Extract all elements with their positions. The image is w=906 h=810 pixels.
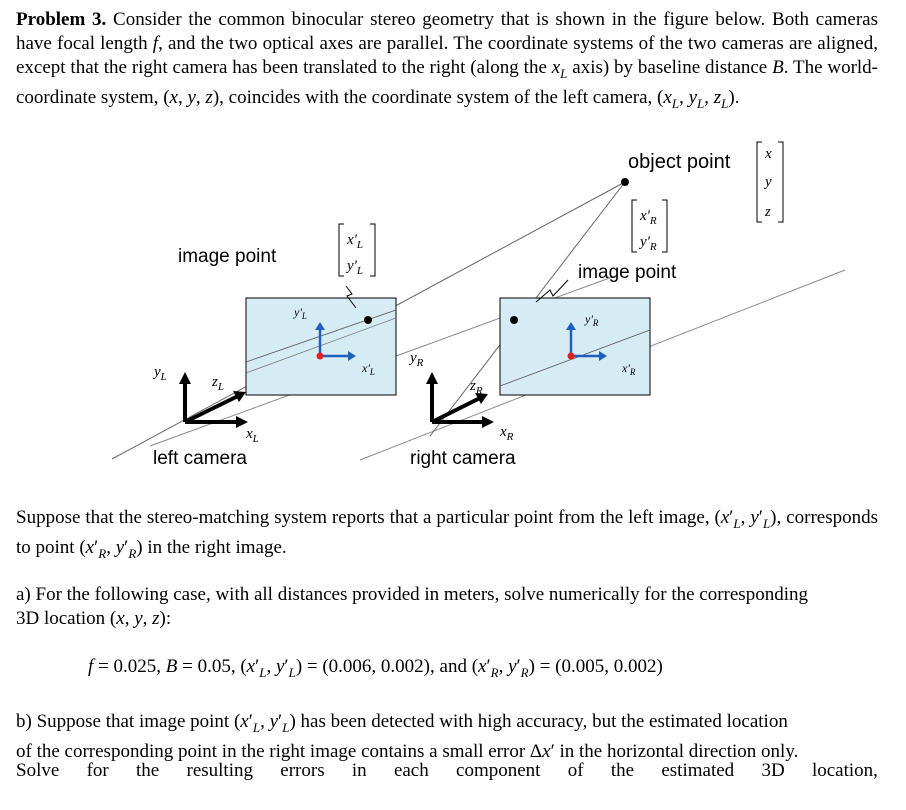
right-image-plane — [499, 297, 651, 396]
part-b-line2: of the corresponding point in the right … — [16, 740, 799, 762]
right-pointer — [535, 279, 569, 303]
left-image-point — [364, 316, 372, 324]
right-camera-frame: yR zR xR — [408, 350, 514, 443]
problem-statement: Problem 3. Consider the common binocular… — [16, 8, 878, 116]
problem-title: Problem 3. — [16, 9, 107, 30]
right-image-point — [510, 316, 518, 324]
left-pointer — [345, 285, 357, 309]
svg-text:x: x — [764, 146, 772, 162]
part-a-line2: 3D location (x, y, z): — [16, 608, 172, 629]
object-point — [621, 178, 629, 186]
right-camera-label: right camera — [410, 448, 516, 469]
left-image-vector: x'L y'L — [338, 223, 376, 277]
svg-text:xL: xL — [245, 426, 259, 445]
stereo-geometry-figure: y'L x'L y'R x'R object point x y z x'R y… — [111, 141, 846, 469]
left-principal-point — [316, 352, 324, 360]
part-a: a) For the following case, with all dist… — [16, 583, 878, 631]
left-image-point-label: image point — [178, 246, 277, 267]
problem-intro: Consider the common binocular stereo geo… — [16, 9, 879, 111]
part-a-line1: a) For the following case, with all dist… — [16, 584, 808, 605]
svg-text:x'L: x'L — [346, 232, 363, 251]
svg-text:zR: zR — [469, 378, 483, 397]
world-coordinate-vector: x y z — [756, 141, 784, 223]
given-values-equation: f = 0.025, B = 0.05, (x′L, y′L) = (0.006… — [88, 656, 663, 680]
right-image-point-label: image point — [578, 262, 677, 283]
left-camera-frame: yL zL xL — [152, 364, 259, 445]
svg-text:xR: xR — [499, 424, 514, 443]
part-b-line1: b) Suppose that image point (x′L, y′L) h… — [16, 711, 788, 735]
svg-text:yR: yR — [408, 350, 424, 369]
svg-text:yL: yL — [152, 364, 167, 383]
svg-text:zL: zL — [211, 374, 224, 393]
part-b-line3: Solve for the resulting errors in each c… — [16, 760, 878, 781]
svg-text:y'L: y'L — [345, 258, 363, 277]
part-b: b) Suppose that image point (x′L, y′L) h… — [16, 710, 878, 764]
right-image-vector: x'R y'R — [631, 199, 668, 253]
left-camera-label: left camera — [153, 448, 247, 469]
svg-text:y'R: y'R — [638, 234, 657, 253]
object-point-label: object point — [628, 151, 731, 173]
right-principal-point — [567, 352, 575, 360]
suppose-paragraph: Suppose that the stereo-matching system … — [16, 507, 878, 561]
svg-text:z: z — [764, 204, 771, 220]
svg-text:x'R: x'R — [639, 208, 657, 227]
svg-text:y: y — [763, 174, 772, 190]
